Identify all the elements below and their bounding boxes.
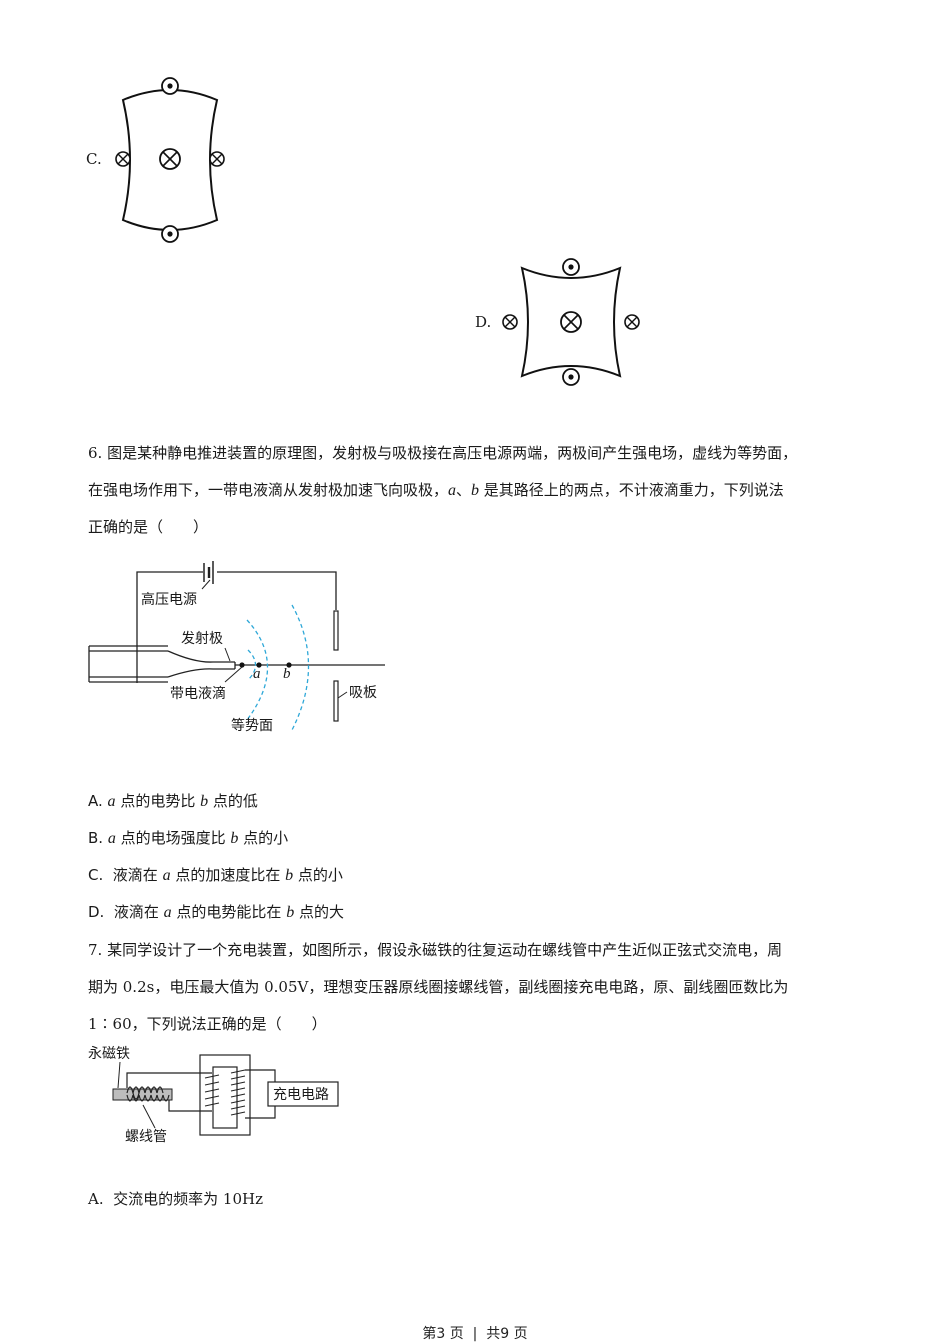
option-letter: A. [88, 792, 108, 810]
q6-separator: 、 [456, 481, 472, 499]
option-var: b [286, 904, 295, 921]
q6-figure: 高压电源 发射极 带电液滴 等势面 吸板 a b [85, 555, 390, 745]
q6-option-c[interactable]: C. 液滴在 a 点的加速度比在 b 点的小 [88, 865, 343, 886]
q6-option-b[interactable]: B. a 点的电场强度比 b 点的小 [88, 828, 288, 849]
option-c-diagram [115, 77, 225, 243]
option-text: 点的大 [294, 903, 344, 921]
page-footer: 第3 页 | 共9 页 [422, 1326, 528, 1342]
option-text: 点的小 [238, 829, 289, 847]
q6-option-d[interactable]: D. 液滴在 a 点的电势能比在 b 点的大 [88, 902, 344, 923]
option-var: a [107, 793, 116, 810]
q6-stem-text: 在强电场作用下，一带电液滴从发射极加速飞向吸极， [88, 481, 449, 499]
emitter-label: 发射极 [181, 631, 223, 647]
q6-point-b: b [471, 482, 480, 499]
option-var: a [162, 867, 171, 884]
q6-stem-line-3: 正确的是（ ） [88, 518, 209, 536]
option-text: 点的电势能比在 [171, 903, 287, 921]
charged-droplet-label: 带电液滴 [170, 686, 226, 702]
solenoid-label: 螺线管 [125, 1129, 167, 1145]
permanent-magnet-label: 永磁铁 [88, 1046, 130, 1062]
q6-option-a[interactable]: A. a 点的电势比 b 点的低 [88, 791, 258, 812]
option-letter: C. [88, 866, 113, 884]
q6-stem-line-2: 在强电场作用下，一带电液滴从发射极加速飞向吸极，a、b 是其路径上的两点，不计液… [88, 480, 784, 501]
absorber-label: 吸板 [349, 685, 377, 701]
option-letter: A. [88, 1190, 114, 1208]
q6-stem-text-end: 是其路径上的两点，不计液滴重力，下列说法 [479, 481, 784, 499]
option-var: b [200, 793, 209, 810]
option-text: 点的电势比 [115, 792, 201, 810]
q7-stem-line-3: 1∶60，下列说法正确的是（ ） [88, 1015, 327, 1033]
q7-figure: 永磁铁 螺线管 充电电路 [85, 1040, 345, 1175]
option-text: 点的加速度比在 [170, 866, 286, 884]
option-text: 点的低 [208, 792, 258, 810]
q6-stem-line-1: 6. 图是某种静电推进装置的原理图，发射极与吸极接在高压电源两端，两极间产生强电… [88, 444, 798, 462]
option-text: 液滴在 [112, 866, 163, 884]
q7-option-a[interactable]: A. 交流电的频率为 10Hz [88, 1189, 263, 1209]
option-text: 点的小 [293, 866, 343, 884]
q7-stem-line-1: 7. 某同学设计了一个充电装置，如图所示，假设永磁铁的往复运动在螺线管中产生近似… [88, 941, 783, 959]
option-text: 点的电场强度比 [115, 829, 231, 847]
option-var: b [230, 830, 239, 847]
point-b-label: b [283, 666, 291, 682]
q7-stem-line-2: 期为 0.2s，电压最大值为 0.05V，理想变压器原线圈接螺线管，副线圈接充电… [88, 978, 789, 996]
option-var: a [163, 904, 172, 921]
option-letter: B. [88, 829, 108, 847]
option-var: a [107, 830, 116, 847]
q6-point-a: a [448, 482, 457, 499]
option-d-diagram [502, 258, 640, 386]
option-text: 交流电的频率为 10Hz [113, 1190, 263, 1208]
option-var: b [285, 867, 294, 884]
option-d-label: D. [475, 313, 492, 331]
power-supply-label: 高压电源 [141, 592, 197, 608]
option-c-label: C. [86, 150, 102, 168]
charging-circuit-label: 充电电路 [273, 1087, 329, 1103]
equipotential-label: 等势面 [231, 718, 273, 734]
point-a-label: a [253, 666, 261, 682]
option-text: 液滴在 [113, 903, 164, 921]
option-letter: D. [88, 903, 114, 921]
